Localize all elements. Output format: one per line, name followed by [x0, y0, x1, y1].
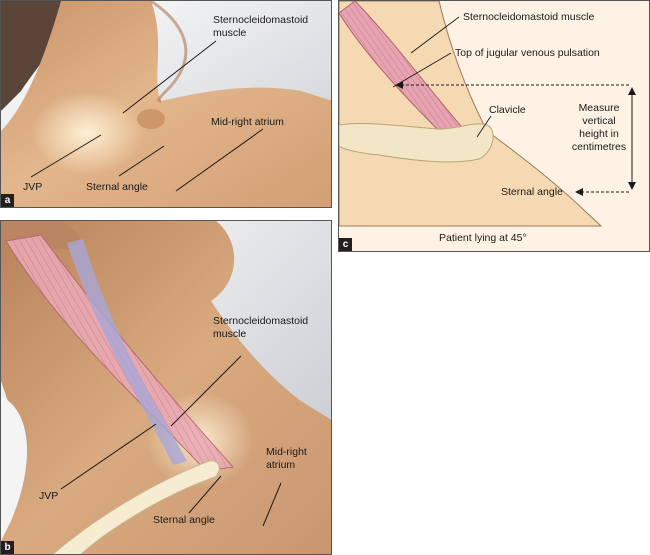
caption-patient-45: Patient lying at 45°: [439, 232, 527, 244]
sternal-notch: [137, 109, 165, 129]
label-sternal-angle-c: Sternal angle: [501, 186, 563, 198]
label-scm-a-2: muscle: [213, 27, 246, 39]
label-mid-right-atrium-a: Mid-right atrium: [211, 116, 284, 128]
panel-a-illustration: Sternocleidomastoid muscle Mid-right atr…: [1, 1, 331, 207]
pillow-edge: [1, 396, 28, 541]
label-sternal-angle-b: Sternal angle: [153, 514, 215, 526]
label-clavicle: Clavicle: [489, 104, 526, 116]
label-scm-a-1: Sternocleidomastoid: [213, 14, 308, 26]
panel-a-photo: Sternocleidomastoid muscle Mid-right atr…: [0, 0, 332, 208]
label-measure-3: height in: [579, 128, 619, 140]
panel-b-photo: Sternocleidomastoid muscle Mid-right atr…: [0, 220, 332, 555]
label-scm-b-1: Sternocleidomastoid: [213, 315, 308, 327]
panel-b-illustration: Sternocleidomastoid muscle Mid-right atr…: [1, 221, 331, 554]
hair: [1, 1, 63, 111]
label-jvp-a: JVP: [23, 181, 42, 193]
label-scm-c: Sternocleidomastoid muscle: [463, 11, 594, 23]
panel-c-tag: c: [339, 238, 352, 251]
label-mid-right-b-2: atrium: [266, 459, 295, 471]
label-sternal-angle-a: Sternal angle: [86, 181, 148, 193]
panel-c-illustration: Sternocleidomastoid muscle Top of jugula…: [339, 1, 649, 251]
panel-a-tag: a: [1, 194, 14, 207]
label-jvp-b: JVP: [39, 490, 58, 502]
clavicle: [339, 123, 494, 163]
label-scm-b-2: muscle: [213, 328, 246, 340]
label-measure-4: centimetres: [572, 141, 626, 153]
label-top-jvp: Top of jugular venous pulsation: [455, 47, 600, 59]
label-mid-right-b-1: Mid-right: [266, 446, 307, 458]
label-measure-1: Measure: [579, 102, 620, 114]
panel-c-diagram: Sternocleidomastoid muscle Top of jugula…: [338, 0, 650, 252]
label-measure-2: vertical: [582, 115, 615, 127]
panel-b-tag: b: [1, 541, 14, 554]
clavicle-overlay: [52, 460, 220, 554]
jugular-vein-overlay: [67, 239, 187, 465]
